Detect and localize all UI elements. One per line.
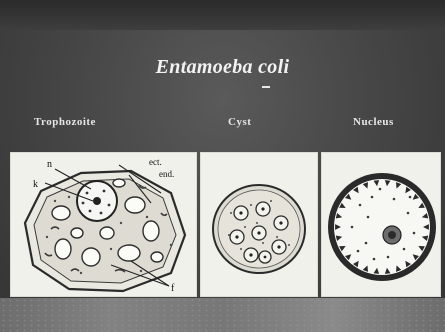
nucleus-drawing bbox=[322, 153, 440, 296]
label-f: f bbox=[171, 283, 175, 294]
nucleus-panel bbox=[321, 152, 441, 297]
title-underline-mark bbox=[262, 86, 270, 88]
trophozoite-drawing: n k ect. end. f bbox=[11, 153, 196, 296]
label-trophozoite: Trophozoite bbox=[34, 116, 96, 128]
label-end: end. bbox=[159, 169, 174, 179]
bottom-bar-texture bbox=[0, 298, 445, 332]
label-cyst: Cyst bbox=[228, 116, 251, 128]
label-nucleus: Nucleus bbox=[353, 116, 394, 128]
cyst-panel bbox=[200, 152, 318, 297]
karyosome bbox=[93, 197, 101, 205]
cyst-drawing bbox=[201, 153, 317, 296]
label-n: n bbox=[47, 159, 52, 170]
label-k: k bbox=[33, 179, 38, 190]
label-ect: ect. bbox=[149, 157, 162, 167]
top-dark-strip bbox=[0, 0, 445, 30]
nucleoplasm bbox=[334, 179, 430, 275]
slide-title: Entamoeba coli bbox=[0, 56, 445, 79]
trophozoite-panel: n k ect. end. f bbox=[10, 152, 197, 297]
